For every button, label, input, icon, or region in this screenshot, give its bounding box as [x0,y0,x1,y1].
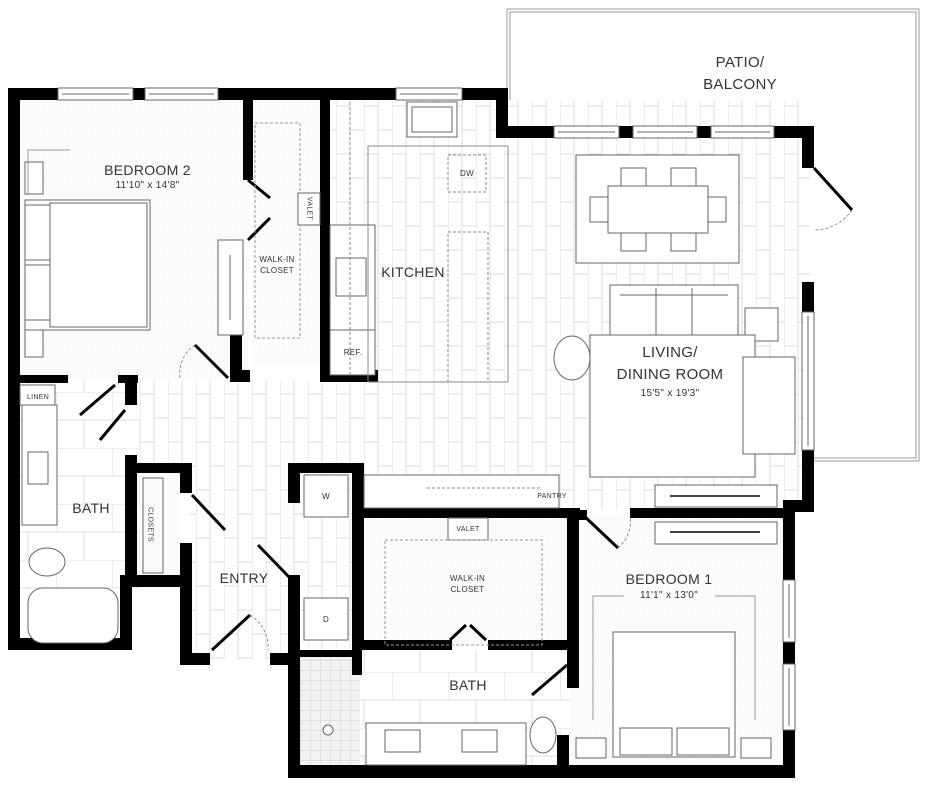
patio-label-line2: BALCONY [703,76,777,93]
bedroom1-label: BEDROOM 1 [625,571,713,587]
living-label-line1: LIVING/ [642,344,698,361]
patio-label-line1: PATIO/ [715,54,765,71]
valet1-label: VALET [305,196,313,221]
entry-label: ENTRY [219,570,269,586]
washer-label: W [322,492,330,501]
dishwasher-label: DW [460,169,474,178]
dryer-label: D [322,615,330,624]
walkin-closet1-label-line1: WALK-IN [259,255,295,264]
furniture [19,101,796,766]
windows [57,87,815,731]
valet2-label: VALET [456,526,480,533]
doors [79,166,854,697]
walkin-closet2-label-line2: CLOSET [450,585,485,594]
kitchen-label: KITCHEN [381,264,445,280]
living-label-line2: DINING ROOM [616,366,724,383]
linen-label: LINEN [26,394,50,401]
living-dimensions: 15'5" x 19'3" [640,388,700,399]
refrigerator-label: REF. [343,348,363,357]
bath2-label: BATH [72,500,110,516]
bath1-label: BATH [449,677,487,693]
walkin-closet1-label-line2: CLOSET [260,266,294,275]
closets-label: CLOSETS [146,507,154,542]
bedroom1-dimensions: 11'1" x 13'0" [639,590,698,601]
bedroom2-dimensions: 11'10" x 14'8" [115,180,180,191]
pantry-label: PANTRY [537,493,567,500]
walkin-closet2-label-line1: WALK-IN [449,574,486,583]
bedroom2-label: BEDROOM 2 [104,162,191,178]
